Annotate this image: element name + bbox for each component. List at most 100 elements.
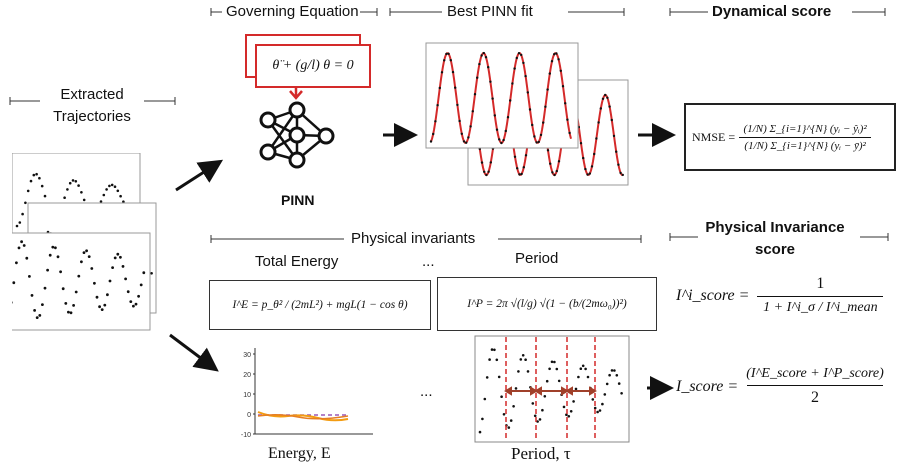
fit-data-point	[537, 140, 540, 144]
invariance-line2: score	[754, 241, 796, 258]
trajectory-point	[98, 305, 101, 309]
fit-data-point	[608, 105, 611, 108]
fit-data-point	[526, 91, 529, 94]
period-point	[617, 382, 621, 385]
fraction-bar	[739, 136, 872, 138]
trajectory-point	[67, 310, 70, 314]
trajectory-point	[69, 311, 73, 315]
fit-data-point	[436, 104, 439, 107]
fit-data-point	[621, 173, 624, 177]
period-point	[586, 375, 590, 379]
trajectory-point	[63, 196, 66, 199]
fit-data-point	[518, 173, 521, 176]
period-point	[603, 393, 607, 396]
fit-data-point	[482, 51, 485, 55]
trajectory-point	[54, 246, 57, 250]
trajectory-point	[108, 279, 112, 283]
fit-data-point	[498, 138, 501, 141]
trajectory-point	[41, 303, 44, 306]
fit-data-point	[500, 141, 503, 145]
period-point	[502, 413, 506, 416]
fit-data-point	[612, 134, 616, 138]
nmse-lhs: NMSE =	[692, 129, 736, 144]
fit-data-point	[524, 74, 527, 78]
period-point	[500, 395, 503, 398]
trajectory-point	[66, 188, 69, 191]
trajectory-point	[51, 245, 55, 249]
trajectory-point	[111, 266, 114, 269]
trajectory-point	[74, 290, 78, 294]
fit-data-point	[458, 119, 461, 123]
fit-data-point	[551, 171, 554, 174]
fit-data-point	[524, 154, 528, 157]
trajectory-point	[38, 176, 41, 180]
fit-data-point	[579, 142, 583, 145]
final-denominator: 2	[811, 389, 819, 406]
best-fit-plots	[425, 42, 629, 186]
period-point	[567, 415, 571, 418]
trajectory-point	[71, 179, 75, 182]
fit-data-point	[440, 71, 444, 74]
period-point	[512, 405, 515, 408]
fit-data-point	[550, 60, 554, 63]
period-point	[581, 364, 585, 368]
fit-data-point	[539, 133, 543, 137]
trajectory-point	[30, 294, 34, 297]
fit-data-point	[504, 129, 507, 133]
period-point	[550, 360, 554, 364]
trajectory-point	[110, 183, 114, 187]
fit-data-point	[506, 116, 510, 119]
trajectory-point	[77, 184, 80, 187]
period-point	[613, 369, 616, 372]
fit-data-point	[544, 105, 547, 108]
fit-data-point	[564, 102, 567, 105]
trajectory-point	[20, 240, 23, 244]
trajectory-point	[121, 265, 125, 268]
energy-caption: Energy, E	[268, 445, 331, 462]
period-point	[507, 426, 511, 429]
fit-data-point	[429, 140, 433, 143]
trajectory-point	[24, 201, 27, 205]
period-point	[605, 382, 609, 386]
fit-data-point	[522, 61, 525, 65]
fit-data-point	[606, 96, 609, 99]
trajectory-point	[139, 283, 143, 287]
trajectory-point	[68, 181, 72, 185]
fit-data-point	[447, 52, 450, 55]
fit-data-point	[485, 173, 488, 177]
period-point	[620, 392, 623, 395]
fit-data-point	[604, 93, 607, 97]
period-point	[488, 358, 491, 361]
fit-data-point	[520, 172, 523, 176]
fit-data-point	[451, 70, 455, 74]
trajectory-point	[56, 255, 60, 259]
trajectory-point	[119, 255, 122, 259]
period-point	[548, 367, 551, 371]
trajectory-point	[105, 188, 108, 191]
trajectory-point	[129, 300, 133, 303]
period-point	[493, 348, 496, 352]
energy-y-tick-label: 0	[247, 412, 251, 419]
fit-data-point	[586, 173, 589, 176]
period-point	[495, 358, 499, 362]
period-plot	[474, 335, 630, 443]
trajectory-point	[95, 295, 99, 299]
fit-data-point	[469, 125, 472, 128]
governing-equation-box: θ̈ + (g/l) θ = 0	[255, 44, 371, 88]
trajectory-point	[134, 302, 138, 306]
fit-data-point	[484, 56, 488, 59]
period-point	[574, 387, 578, 391]
fit-data-point	[546, 88, 549, 91]
fit-data-point	[432, 132, 435, 136]
trajectory-point	[119, 194, 122, 198]
trajectory-point	[102, 193, 106, 197]
period-point	[610, 369, 614, 372]
energy-series-line	[257, 411, 349, 422]
trajectory-point	[100, 308, 104, 311]
trajectory-point	[77, 274, 81, 278]
period-caption: Period, τ	[511, 444, 571, 463]
trajectory-point	[61, 287, 65, 291]
trajectory-point	[82, 198, 86, 202]
period-point	[553, 360, 556, 364]
